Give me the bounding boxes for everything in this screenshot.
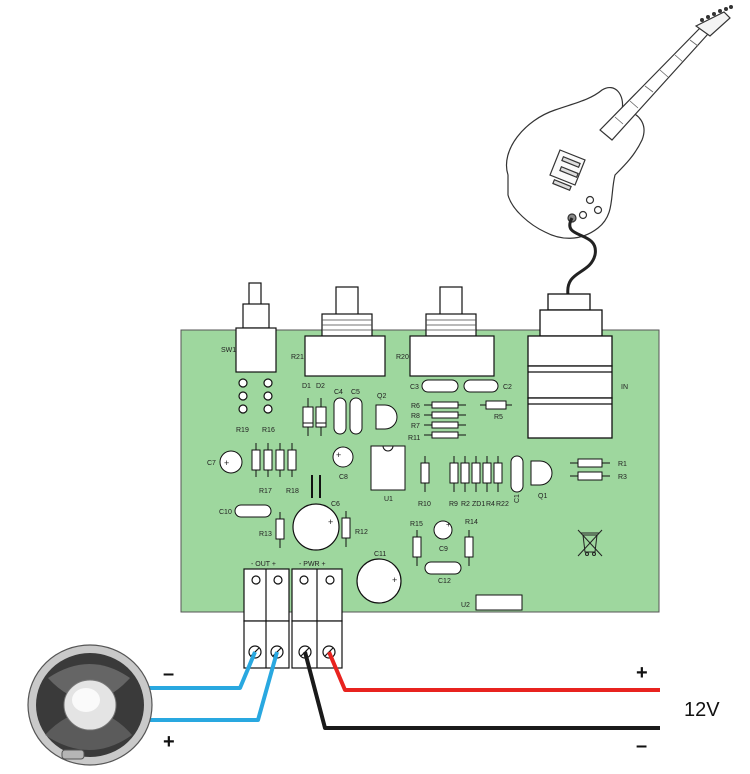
ic-u1 — [370, 445, 406, 491]
resistor-r5 — [480, 400, 512, 410]
label-d1: D1 — [302, 383, 311, 390]
label-r5: R5 — [494, 414, 503, 421]
label-c11-plus: + — [392, 575, 397, 585]
label-r9: R9 — [449, 501, 458, 508]
resistor-bank — [424, 401, 466, 439]
diodes-d1-d2 — [302, 398, 327, 436]
terminal-block-out — [243, 568, 290, 669]
label-r7: R7 — [411, 423, 420, 430]
capacitor-c10 — [234, 504, 272, 518]
label-c9: C9 — [439, 546, 448, 553]
label-c8: C8 — [339, 474, 348, 481]
label-c7-name: C7 — [207, 460, 216, 467]
label-in: IN — [621, 384, 628, 391]
label-r13: R13 — [259, 531, 272, 538]
capacitor-c12 — [424, 561, 462, 575]
supply-voltage-label: 12V — [684, 699, 720, 721]
label-r17: R17 — [259, 488, 272, 495]
supply-positive-label: + — [636, 662, 648, 684]
label-r21: R21 — [291, 354, 304, 361]
electric-guitar-illustration — [505, 5, 733, 239]
transistor-q2 — [375, 404, 398, 430]
label-r15: R15 — [410, 521, 423, 528]
label-u1: U1 — [384, 496, 393, 503]
resistors-r15-r14 — [412, 530, 474, 566]
label-r4: R4 — [486, 501, 495, 508]
capacitor-c7 — [219, 450, 243, 474]
power-switch-sw1 — [235, 282, 277, 414]
label-c2: C2 — [503, 384, 512, 391]
label-c7: + — [224, 458, 229, 468]
label-r8: R8 — [411, 413, 420, 420]
speaker-positive-label: + — [163, 731, 175, 753]
label-c9-plus: + — [446, 520, 451, 529]
label-r16: R16 — [262, 427, 275, 434]
label-c1: C1 — [514, 494, 521, 503]
guitar-cable — [566, 217, 597, 296]
input-jack — [527, 293, 613, 439]
capacitor-c9 — [433, 520, 453, 540]
label-c10: C10 — [219, 509, 232, 516]
label-pwr: - PWR + — [299, 561, 326, 568]
label-c12: C12 — [438, 578, 451, 585]
potentiometer-r20 — [409, 286, 495, 377]
supply-wire-negative — [303, 651, 660, 730]
transistor-q1 — [530, 460, 553, 486]
label-r10: R10 — [418, 501, 431, 508]
label-r6: R6 — [411, 403, 420, 410]
label-q1: Q1 — [538, 493, 547, 500]
weee-recycling-icon — [577, 529, 603, 557]
speaker-wire-negative — [145, 651, 257, 690]
label-r18: R18 — [286, 488, 299, 495]
capacitor-c8 — [332, 446, 354, 468]
capacitor-c11 — [356, 558, 402, 604]
speaker-wire-positive — [145, 651, 279, 722]
label-sw1: SW1 — [221, 347, 236, 354]
label-u2: U2 — [461, 602, 470, 609]
label-r14: R14 — [465, 519, 478, 526]
label-d2: D2 — [316, 383, 325, 390]
capacitor-bars — [311, 475, 321, 498]
resistor-r13 — [275, 512, 285, 548]
regulator-u2 — [475, 594, 523, 611]
label-c6: C6 — [331, 501, 340, 508]
resistor-r12 — [341, 511, 351, 547]
capacitor-c6 — [292, 503, 340, 551]
label-r11: R11 — [408, 435, 420, 442]
label-c4: C4 — [334, 389, 343, 396]
supply-negative-label: – — [636, 735, 647, 757]
label-r2: R2 — [461, 501, 470, 508]
speaker-illustration — [27, 644, 153, 766]
capacitor-c1 — [510, 455, 524, 493]
label-c11: C11 — [374, 551, 386, 558]
label-c5: C5 — [351, 389, 360, 396]
label-q2: Q2 — [377, 393, 386, 400]
capacitors-c3-c2 — [421, 379, 499, 393]
label-zd1: ZD1 — [472, 501, 485, 508]
resistor-r10 — [420, 456, 430, 492]
label-c6-plus: + — [328, 517, 333, 527]
label-c3: C3 — [410, 384, 419, 391]
potentiometer-r21 — [304, 286, 386, 377]
label-r19: R19 — [236, 427, 249, 434]
resistors-r17-r18 — [251, 443, 297, 477]
label-r3: R3 — [618, 474, 627, 481]
speaker-negative-label: – — [163, 663, 174, 685]
supply-wire-positive — [327, 651, 660, 692]
resistors-r1-r3 — [570, 458, 610, 481]
terminal-block-pwr — [291, 568, 343, 669]
label-r12: R12 — [355, 529, 368, 536]
label-r20: R20 — [396, 354, 409, 361]
label-r1: R1 — [618, 461, 627, 468]
label-c8-plus: + — [336, 450, 341, 460]
label-out: - OUT + — [251, 561, 276, 568]
capacitors-c4-c5 — [333, 397, 363, 435]
label-r22: R22 — [496, 501, 509, 508]
resistors-r9-r22 — [449, 456, 503, 492]
